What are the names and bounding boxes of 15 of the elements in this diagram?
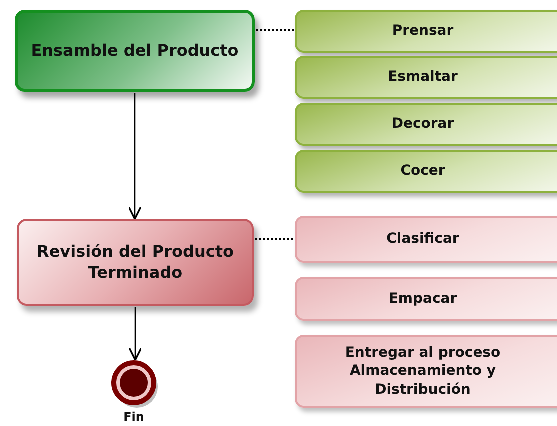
task-box: Clasificar bbox=[295, 216, 557, 263]
end-event-circle bbox=[111, 360, 157, 406]
task-box: Cocer bbox=[295, 150, 557, 193]
end-label: Fin bbox=[122, 410, 146, 424]
process-box: Revisión del Producto Terminado bbox=[17, 219, 254, 306]
dotted-connector bbox=[255, 238, 294, 240]
task-box: Empacar bbox=[295, 277, 557, 321]
task-box: Prensar bbox=[295, 10, 557, 53]
task-box: Entregar al proceso Almacenamiento y Distribución bbox=[295, 335, 557, 408]
arrow bbox=[128, 93, 142, 220]
dotted-connector bbox=[256, 29, 294, 31]
arrow bbox=[128, 307, 142, 362]
process-box: Ensamble del Producto bbox=[15, 10, 255, 92]
task-box: Decorar bbox=[295, 103, 557, 146]
task-box: Esmaltar bbox=[295, 56, 557, 99]
